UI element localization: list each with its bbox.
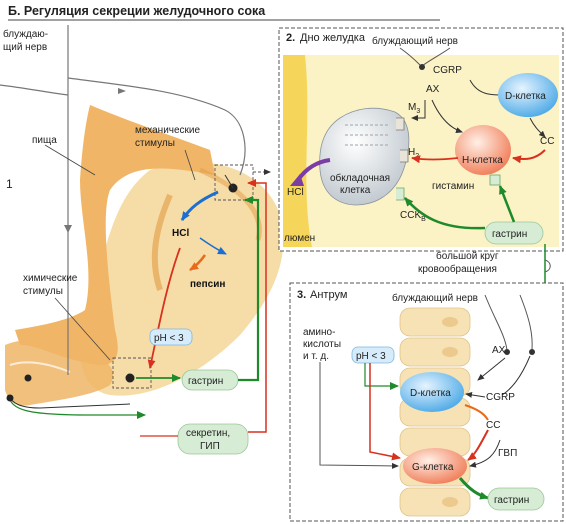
antrum-title-number: 3. (297, 289, 306, 301)
parietal-cell-label: обкладочная клетка (330, 172, 393, 196)
d-cell-antrum (400, 372, 464, 412)
chemical-stimuli-label: химические стимулы (23, 273, 80, 297)
d-cell-label-fundus: D-клетка (505, 91, 546, 102)
antrum-title: Антрум (310, 289, 347, 301)
cckb-receptor (396, 187, 405, 201)
stomach-lumen (15, 105, 215, 365)
circulation-label: большой круг кровообращения (418, 250, 501, 275)
hcl-feedback-arrow (147, 247, 181, 369)
grp-label: ГВП (498, 448, 517, 459)
gastrin-release-arrow (458, 477, 489, 500)
h2-receptor (400, 149, 409, 163)
page-title: Б. Регуляция секреции желудочного сока (8, 4, 266, 18)
gastrin-bubble-antrum (487, 487, 545, 511)
food-pointer (44, 144, 96, 176)
somatostatin-label-antrum: CC (486, 420, 500, 431)
cckb-label: CCKB (400, 210, 426, 223)
mech-pointer (184, 149, 196, 181)
lumen-area (283, 55, 312, 247)
fundus-title-number: 2. (286, 32, 295, 44)
hcl-arrow (180, 190, 219, 221)
gastrin-label-middle: гастрин (492, 229, 527, 240)
vagus-label-antrum: блуждающий нерв (392, 292, 478, 304)
stomach-panel (5, 105, 284, 406)
antrum-inset-marker (112, 357, 152, 389)
m3-receptor (396, 117, 405, 131)
d-cell-fundus (498, 73, 558, 117)
secretin-inhibit-arrow (247, 179, 267, 433)
stomach-body (79, 162, 284, 396)
secretin-label: секретин, ГИП (186, 428, 233, 452)
parietal-cell (319, 107, 410, 206)
gastrin-feedback-left (238, 196, 260, 382)
m3-label: M3 (408, 102, 420, 115)
panel-number-1: 1 (6, 177, 13, 191)
g-cell (403, 448, 467, 484)
lumen-label: люмен (284, 233, 315, 244)
somatostatin-label-fundus: CC (540, 136, 554, 147)
ach-label-fundus: AX (426, 84, 440, 95)
cgrp-label-antrum: CGRP (486, 392, 515, 403)
gastrin-to-parietal-arrow (404, 197, 486, 230)
ph-box-left (149, 328, 193, 346)
h-cell-label: H-клетка (462, 155, 503, 166)
ph-label-antrum: pH < 3 (356, 351, 386, 362)
food-label: пища (32, 135, 57, 146)
secretin-bubble (177, 423, 249, 455)
hcl-label-left: HCl (172, 228, 189, 239)
ph-box-antrum (351, 346, 395, 364)
gastrin-label-left: гастрин (188, 376, 223, 387)
pepsin-label: пепсин (190, 279, 225, 290)
mechanical-stimuli-label: механические стимулы (135, 125, 203, 149)
amino-acids-label: амино- кислоты и т. д. (303, 327, 344, 362)
fundus-title: Дно желудка (300, 32, 366, 44)
h-cell-gastrin-receptor (489, 174, 501, 186)
hcl-label-fundus: HCl (287, 187, 304, 198)
histamine-label: гистамин (432, 181, 474, 192)
antrum-nerve-ending (125, 373, 135, 383)
ach-label-antrum: AX (492, 345, 506, 356)
vagus-label-left: блуждаю- щий нерв (3, 28, 51, 53)
gastrin-label-antrum: гастрин (494, 495, 529, 506)
ph-label-left: pH < 3 (154, 333, 184, 344)
d-cell-label-antrum: D-клетка (410, 388, 451, 399)
chem-pointer (54, 297, 111, 361)
epithelium-column (399, 307, 471, 517)
g-cell-label: G-клетка (412, 462, 454, 473)
cgrp-label-fundus: CGRP (433, 65, 462, 76)
h-cell (455, 125, 511, 175)
duodenum (5, 339, 114, 406)
vagus-label-fundus: блуждающий нерв (372, 35, 458, 47)
